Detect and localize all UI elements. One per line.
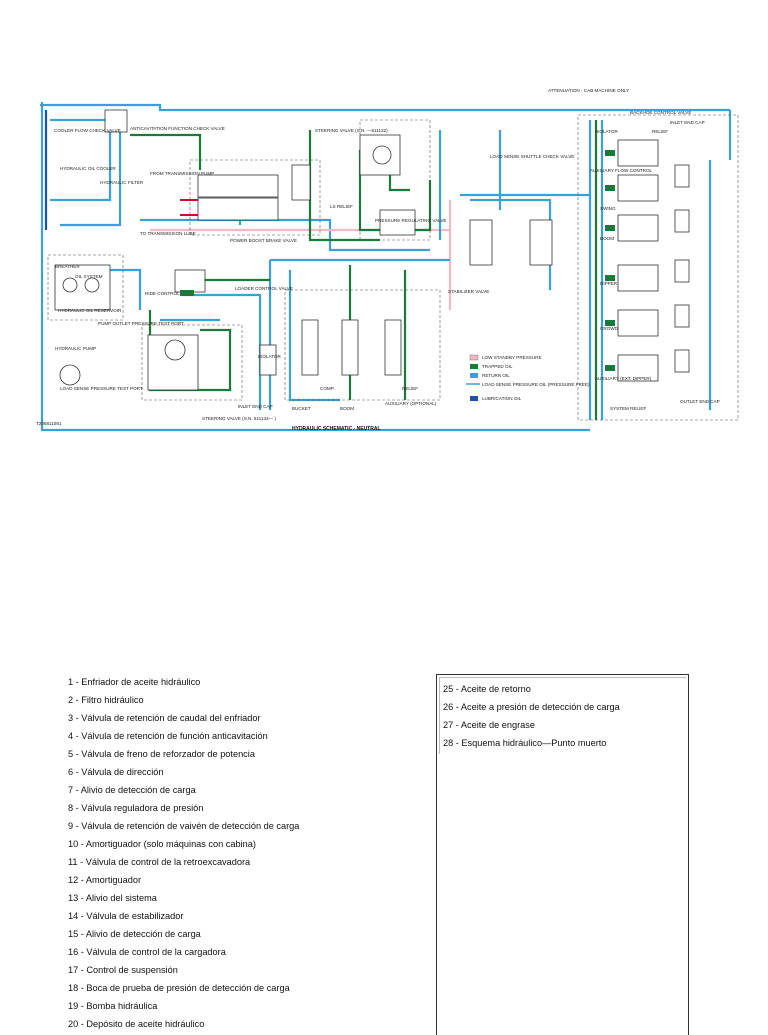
from-transmission-label: FROM TRANSMISSION PUMP: [150, 171, 214, 176]
pump-test-port-label: PUMP OUTLET PRESSURE TEST PORT: [98, 321, 184, 326]
key-return: RETURN OIL: [482, 373, 510, 378]
legend-item: 19 - Bomba hidráulica: [68, 1001, 158, 1011]
hydraulic-filter-label: HYDRAULIC FILTER: [100, 180, 144, 185]
relief2-label: RELIEF: [402, 386, 418, 391]
legend-item: 26 - Aceite a presión de detección de ca…: [443, 702, 620, 712]
breather-label: BREATHER: [55, 264, 80, 269]
isolator2-label: ISOLATOR: [258, 354, 281, 359]
cooler-flow-label: COOLER FLOW CHECK VALVE: [54, 128, 121, 133]
legend-item: 10 - Amortiguador (solo máquinas con cab…: [68, 839, 256, 849]
ls-relief-label: LS RELIEF: [330, 204, 353, 209]
legend-item: 27 - Aceite de engrase: [443, 720, 535, 730]
legend-item: 8 - Válvula reguladora de presión: [68, 803, 204, 813]
legend-item: 28 - Esquema hidráulico—Punto muerto: [443, 738, 607, 748]
schematic-key: LOW STANDBY PRESSURE TRAPPED OIL RETURN …: [466, 354, 590, 401]
legend-item: 6 - Válvula de dirección: [68, 767, 164, 777]
legend-item: 18 - Boca de prueba de presión de detecc…: [68, 983, 290, 993]
legend-item: 11 - Válvula de control de la retroexcav…: [68, 857, 251, 867]
isolator-label: ISOLATOR: [595, 129, 618, 134]
legend-item: 3 - Válvula de retención de caudal del e…: [68, 713, 261, 723]
legend-right-list: 25 - Aceite de retorno 26 - Aceite a pre…: [439, 677, 686, 754]
comp-label: COMP.: [320, 386, 334, 391]
power-boost-label: POWER BOOST BRAKE VALVE: [230, 238, 297, 243]
key-swatch-lubrication: [470, 396, 478, 401]
legend-item: 25 - Aceite de retorno: [443, 684, 531, 694]
attenuation-label: ATTENUATION - CAB MACHINE ONLY: [548, 88, 629, 93]
legend-item: 13 - Alivio del sistema: [68, 893, 157, 903]
legend-item: 16 - Válvula de control de la cargadora: [68, 947, 226, 957]
legend-item: 14 - Válvula de estabilizador: [68, 911, 184, 921]
swing-label: SWING: [600, 206, 616, 211]
key-swatch-trapped: [470, 364, 478, 369]
key-low-standby: LOW STANDBY PRESSURE: [482, 355, 542, 360]
ls-test-port-label: LOAD SENSE PRESSURE TEST PORT: [60, 386, 143, 391]
oil-system-label: OIL SYSTEM: [75, 274, 103, 279]
outlet-end-cap-label: OUTLET END CAP: [680, 399, 720, 404]
aux-dipper-label: AUXILIARY (EXT. DIPPER): [595, 376, 652, 381]
reservoir-label: HYDRAULIC OIL RESERVOIR: [58, 308, 122, 313]
to-transmission-label: TO TRANSMISSION LUBE: [140, 231, 196, 236]
schematic-title: HYDRAULIC SCHEMATIC - NEUTRAL: [292, 426, 381, 432]
legend-item: 15 - Alivio de detección de carga: [68, 929, 201, 939]
key-trapped: TRAPPED OIL: [482, 364, 513, 369]
legend-item: 17 - Control de suspensión: [68, 965, 178, 975]
steering-valve-label: STEERING VALVE (S.N. —511132): [315, 128, 388, 133]
key-swatch-low-standby: [469, 354, 479, 361]
boom2-label: BOOM: [340, 406, 354, 411]
legend-item: 4 - Válvula de retención de función anti…: [68, 731, 268, 741]
aux-optional-label: AUXILIARY (OPTIONAL): [385, 401, 437, 406]
legend-item: 12 - Amortiguador: [68, 875, 142, 885]
hydraulic-schematic: ATTENUATION - CAB MACHINE ONLY BACKHOE C…: [36, 88, 739, 432]
legend-item: 2 - Filtro hidráulico: [68, 695, 144, 705]
key-load-sense: LOAD SENSE PRESSURE OIL (PRESSURE FREE): [482, 382, 590, 387]
ride-control-label: RIDE CONTROL: [145, 291, 180, 296]
aux-flow-label: AUXILIARY FLOW CONTROL: [590, 168, 653, 173]
figure-code: T206811081: [36, 421, 62, 426]
dipper-label: DIPPER: [600, 281, 618, 286]
legend-item: 7 - Alivio de detección de carga: [68, 785, 196, 795]
legend-item: 20 - Depósito de aceite hidráulico: [68, 1019, 205, 1029]
stabilizer-label: STABILIZER VALVE: [448, 289, 489, 294]
inlet-end-cap-label: INLET END CAP: [670, 120, 705, 125]
steering-valve2-label: STEERING VALVE (S.N. 511133— ): [202, 416, 276, 421]
relief-label: RELIEF: [652, 129, 668, 134]
load-sense-shuttle-label: LOAD SENSE SHUTTLE CHECK VALVE: [490, 154, 574, 159]
key-swatch-return: [470, 373, 478, 378]
legend-item: 1 - Enfriador de aceite hidráulico: [68, 677, 201, 687]
hydraulic-pump-label: HYDRAULIC PUMP: [55, 346, 96, 351]
legend-right-box: 25 - Aceite de retorno 26 - Aceite a pre…: [436, 674, 689, 1035]
inlet-end-cap2-label: INLET END CAP: [238, 404, 273, 409]
bucket2-label: BUCKET: [292, 406, 311, 411]
pressure-regulating-label: PRESSURE REGULATING VALVE: [375, 218, 446, 223]
crowd-label: CROWD: [600, 326, 619, 331]
system-relief-label: SYSTEM RELIEF: [610, 406, 646, 411]
backhoe-valve-label: BACKHOE CONTROL VALVE: [630, 110, 691, 115]
oil-cooler-label: HYDRAULIC OIL COOLER: [60, 166, 116, 171]
boom-label: BOOM: [600, 236, 614, 241]
loader-valve-label: LOADER CONTROL VALVE: [235, 286, 293, 291]
anticavitation-label: ANTICAVITATION FUNCTION CHECK VALVE: [130, 126, 225, 131]
legend-item: 5 - Válvula de freno de reforzador de po…: [68, 749, 255, 759]
legend-left-column: 1 - Enfriador de aceite hidráulico 2 - F…: [68, 673, 408, 1033]
key-lubrication: LUBRICATION OIL: [482, 396, 522, 401]
legend-item: 9 - Válvula de retención de vaivén de de…: [68, 821, 300, 831]
